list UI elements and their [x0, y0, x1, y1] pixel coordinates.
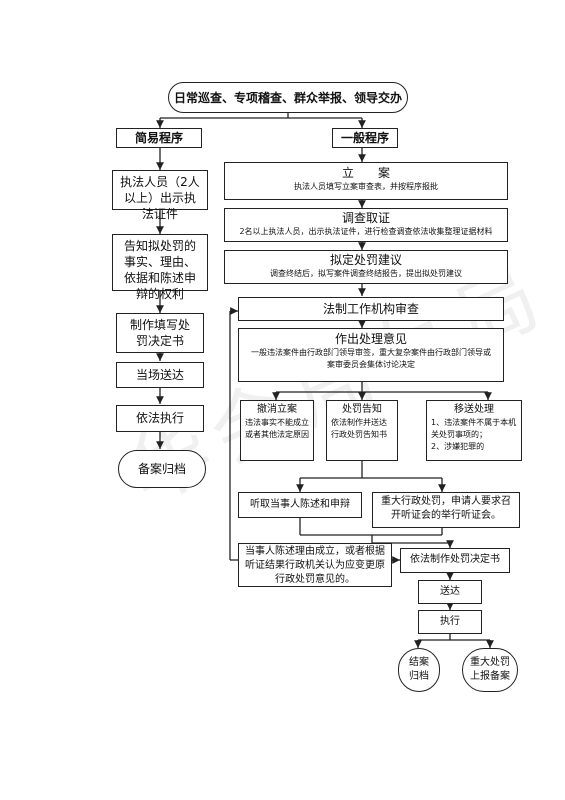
branch-transfer: 移送处理 1、违法案件不属于本机关处罚事项的； 2、涉嫌犯罪的 [426, 400, 522, 461]
general-step-investigate: 调查取证 2名以上执法人员，出示执法证件，进行检查调查依法收集整理证据材料 [224, 208, 508, 242]
general-procedure-title: 一般程序 [332, 128, 398, 148]
step-report-major: 重大处罚上报备案 [462, 648, 518, 692]
step-change-opinion: 当事人陈述理由成立，或者根据听证结果行政机关认为应变更原行政处罚意见的。 [238, 543, 392, 587]
simple-step-show-credentials: 执法人员（2人以上）出示执法证件 [112, 170, 208, 221]
simple-step-make-decision: 制作填写处罚决定书 [116, 313, 204, 353]
branch-penalty-notice: 处罚告知 依法制作并送达行政处罚告知书 [326, 400, 398, 461]
general-step-legal-review: 法制工作机构审查 [238, 297, 504, 321]
step-major-hearing: 重大行政处罚，申请人要求召开听证会的举行听证会。 [372, 492, 520, 528]
simple-step-notify-rights: 告知拟处罚的事实、理由、依据和陈述申辩的权利 [112, 234, 208, 301]
simple-step-deliver: 当场送达 [116, 362, 204, 388]
simple-step-archive: 备案归档 [118, 450, 206, 488]
source-banner: 日常巡查、专项稽查、群众举报、领导交办 [168, 82, 408, 113]
simple-procedure-title: 简易程序 [116, 128, 202, 148]
step-hear-statement: 听取当事人陈述和申辩 [238, 492, 362, 518]
simple-step-execute: 依法执行 [116, 405, 204, 432]
step-execute: 执行 [418, 610, 482, 634]
step-deliver: 送达 [418, 580, 482, 604]
step-make-penalty-decision: 依法制作处罚决定书 [400, 548, 510, 573]
general-step-opinion: 作出处理意见 一般违法案件由行政部门领导审签，重大复杂案件由行政部门领导或案审委… [238, 328, 504, 382]
branch-cancel-filing: 撤消立案 违法事实不能成立或者其他法定原因 [240, 400, 314, 461]
general-step-filing: 立 案 执法人员填写立案审查表，并按程序报批 [224, 162, 508, 200]
step-close-archive: 结案归档 [398, 648, 440, 692]
general-step-proposal: 拟定处罚建议 调查终结后，拟写案件调查终结报告，提出拟处罚建议 [224, 250, 508, 284]
